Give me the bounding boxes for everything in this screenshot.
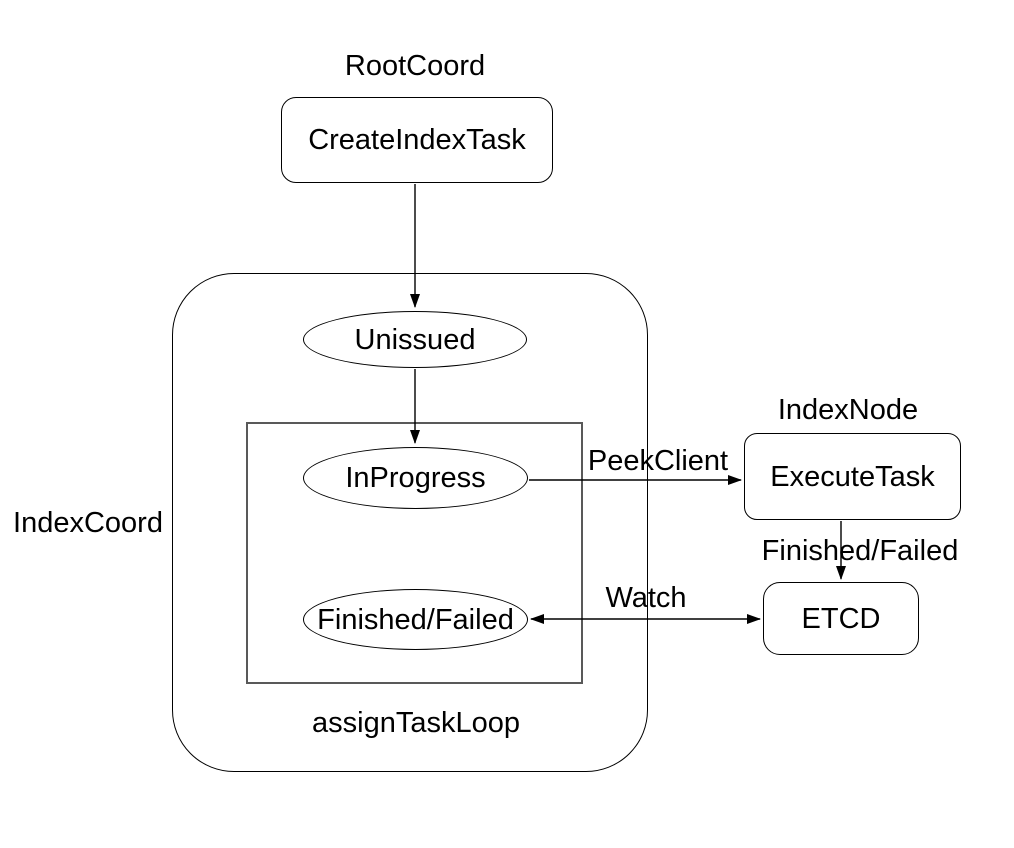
create-index-task-node: CreateIndexTask: [281, 97, 553, 183]
unissued-state-text: Unissued: [354, 323, 476, 356]
execute-task-text: ExecuteTask: [770, 460, 935, 493]
index-coord-container: [172, 273, 648, 772]
in-progress-state-ellipse: InProgress: [303, 447, 528, 509]
watch-edge-label: Watch: [605, 582, 687, 614]
peek-client-edge-label: PeekClient: [587, 445, 729, 477]
finished-failed-state-ellipse: Finished/Failed: [303, 589, 528, 650]
create-index-task-text: CreateIndexTask: [308, 124, 526, 156]
unissued-state-ellipse: Unissued: [303, 311, 527, 368]
finished-failed-state-text: Finished/Failed: [317, 603, 514, 636]
in-progress-state-text: InProgress: [345, 462, 486, 494]
etcd-node: ETCD: [763, 582, 919, 655]
execute-task-node: ExecuteTask: [744, 433, 961, 520]
finished-failed-edge-label: Finished/Failed: [761, 535, 959, 567]
index-node-label: IndexNode: [777, 394, 919, 426]
assign-task-loop-label: assignTaskLoop: [312, 707, 520, 739]
root-coord-label: RootCoord: [344, 50, 486, 82]
index-coord-label: IndexCoord: [13, 507, 163, 539]
etcd-text: ETCD: [801, 602, 881, 635]
